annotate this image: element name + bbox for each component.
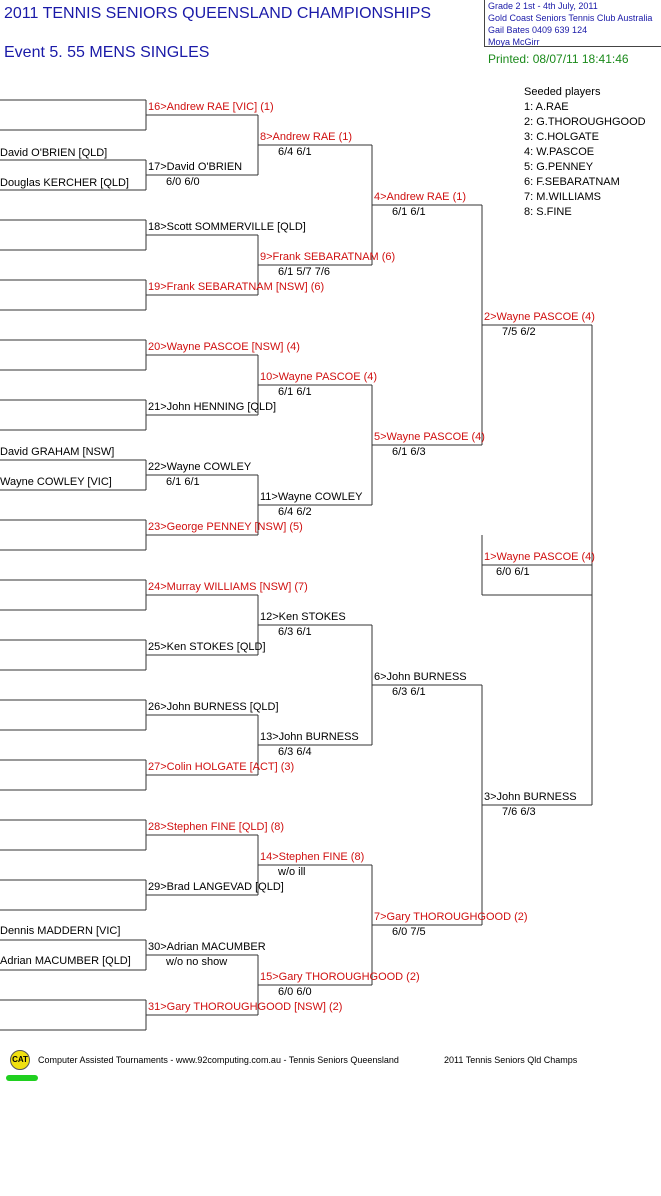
entry-name: David GRAHAM [NSW] (0, 446, 115, 458)
player-name: 21>John HENNING [QLD] (148, 401, 277, 413)
seed-entry: 3: C.HOLGATE (524, 131, 599, 143)
match-score: 6/1 6/1 (166, 476, 200, 488)
info-venue: Gold Coast Seniors Tennis Club Australia (488, 13, 653, 23)
player-name: 16>Andrew RAE [VIC] (1) (148, 101, 274, 113)
match-score: 6/1 6/3 (392, 446, 426, 458)
player-name: 6>John BURNESS (374, 671, 467, 683)
player-name: 5>Wayne PASCOE (4) (374, 431, 485, 443)
player-name: 10>Wayne PASCOE (4) (260, 371, 378, 383)
match-score: w/o ill (278, 866, 306, 878)
seed-entry: 1: A.RAE (524, 101, 569, 113)
player-name: 4>Andrew RAE (1) (374, 191, 467, 203)
seed-entry: 4: W.PASCOE (524, 146, 595, 158)
match-score: 7/5 6/2 (502, 326, 536, 338)
info-box (484, 0, 661, 47)
player-name: 11>Wayne COWLEY (260, 491, 363, 503)
player-name: 20>Wayne PASCOE [NSW] (4) (148, 341, 300, 353)
event-title: Event 5. 55 MENS SINGLES (4, 44, 210, 61)
match-score: 6/0 7/5 (392, 926, 426, 938)
seed-entry: 6: F.SEBARATNAM (524, 176, 620, 188)
player-name: 9>Frank SEBARATNAM (6) (260, 251, 396, 263)
match-score: 6/0 6/0 (278, 986, 312, 998)
player-name: 24>Murray WILLIAMS [NSW] (7) (148, 581, 308, 593)
match-score: 6/3 6/1 (278, 626, 312, 638)
footer-event-name: 2011 Tennis Seniors Qld Champs (444, 1055, 578, 1065)
seed-entry: 2: G.THOROUGHGOOD (524, 116, 646, 128)
entry-name: Douglas KERCHER [QLD] (0, 177, 129, 189)
page-title: 2011 TENNIS SENIORS QUEENSLAND CHAMPIONS… (4, 5, 432, 22)
match-score: 6/0 6/0 (166, 176, 200, 188)
match-score: 6/1 5/7 7/6 (278, 266, 330, 278)
player-name: 19>Frank SEBARATNAM [NSW] (6) (148, 281, 325, 293)
player-name: 14>Stephen FINE (8) (260, 851, 365, 863)
match-score: 6/1 6/1 (278, 386, 312, 398)
player-name: 8>Andrew RAE (1) (260, 131, 353, 143)
player-name: 29>Brad LANGEVAD [QLD] (148, 881, 284, 893)
info-grade-dates: Grade 2 1st - 4th July, 2011 (488, 1, 598, 11)
player-name: 22>Wayne COWLEY (148, 461, 252, 473)
entry-name: Wayne COWLEY [VIC] (0, 476, 112, 488)
seeded-players-list: Seeded players 1: A.RAE 2: G.THOROUGHGOO… (524, 85, 646, 220)
match-score: 6/3 6/4 (278, 746, 312, 758)
seeded-players-heading: Seeded players (524, 86, 601, 98)
match-score: w/o no show (166, 956, 228, 968)
player-name: 30>Adrian MACUMBER (148, 941, 266, 953)
logo-underline (6, 1075, 38, 1081)
player-name: 13>John BURNESS (260, 731, 359, 743)
player-name: 3>John BURNESS (484, 791, 577, 803)
printed-timestamp: Printed: 08/07/11 18:41:46 (488, 52, 629, 66)
player-name: 25>Ken STOKES [QLD] (148, 641, 266, 653)
match-score: 6/4 6/1 (278, 146, 312, 158)
seed-entry: 7: M.WILLIAMS (524, 191, 602, 203)
player-name: 7>Gary THOROUGHGOOD (2) (374, 911, 528, 923)
player-name: 31>Gary THOROUGHGOOD [NSW] (2) (148, 1001, 343, 1013)
info-referee: Gail Bates 0409 639 124 (488, 25, 588, 35)
seed-entry: 8: S.FINE (524, 206, 572, 218)
player-name: 12>Ken STOKES (260, 611, 346, 623)
player-name: 2>Wayne PASCOE (4) (484, 311, 595, 323)
seed-entry: 5: G.PENNEY (524, 161, 594, 173)
entry-name: Dennis MADDERN [VIC] (0, 925, 121, 937)
match-score: 6/3 6/1 (392, 686, 426, 698)
cat-logo: CAT (10, 1050, 30, 1070)
entry-name: Adrian MACUMBER [QLD] (0, 955, 131, 967)
match-score: 6/4 6/2 (278, 506, 312, 518)
info-contact: Moya McGirr (488, 37, 540, 47)
entry-name: David O'BRIEN [QLD] (0, 147, 108, 159)
player-name: 27>Colin HOLGATE [ACT] (3) (148, 761, 295, 773)
champion-score: 6/0 6/1 (496, 566, 530, 578)
player-name: 26>John BURNESS [QLD] (148, 701, 279, 713)
footer-credit: Computer Assisted Tournaments - www.92co… (38, 1055, 399, 1065)
player-name: 17>David O'BRIEN (148, 161, 243, 173)
match-score: 6/1 6/1 (392, 206, 426, 218)
player-name: 28>Stephen FINE [QLD] (8) (148, 821, 285, 833)
player-name: 15>Gary THOROUGHGOOD (2) (260, 971, 420, 983)
player-name: 18>Scott SOMMERVILLE [QLD] (148, 221, 306, 233)
champion-name: 1>Wayne PASCOE (4) (484, 551, 595, 563)
player-name: 23>George PENNEY [NSW] (5) (148, 521, 303, 533)
match-score: 7/6 6/3 (502, 806, 536, 818)
